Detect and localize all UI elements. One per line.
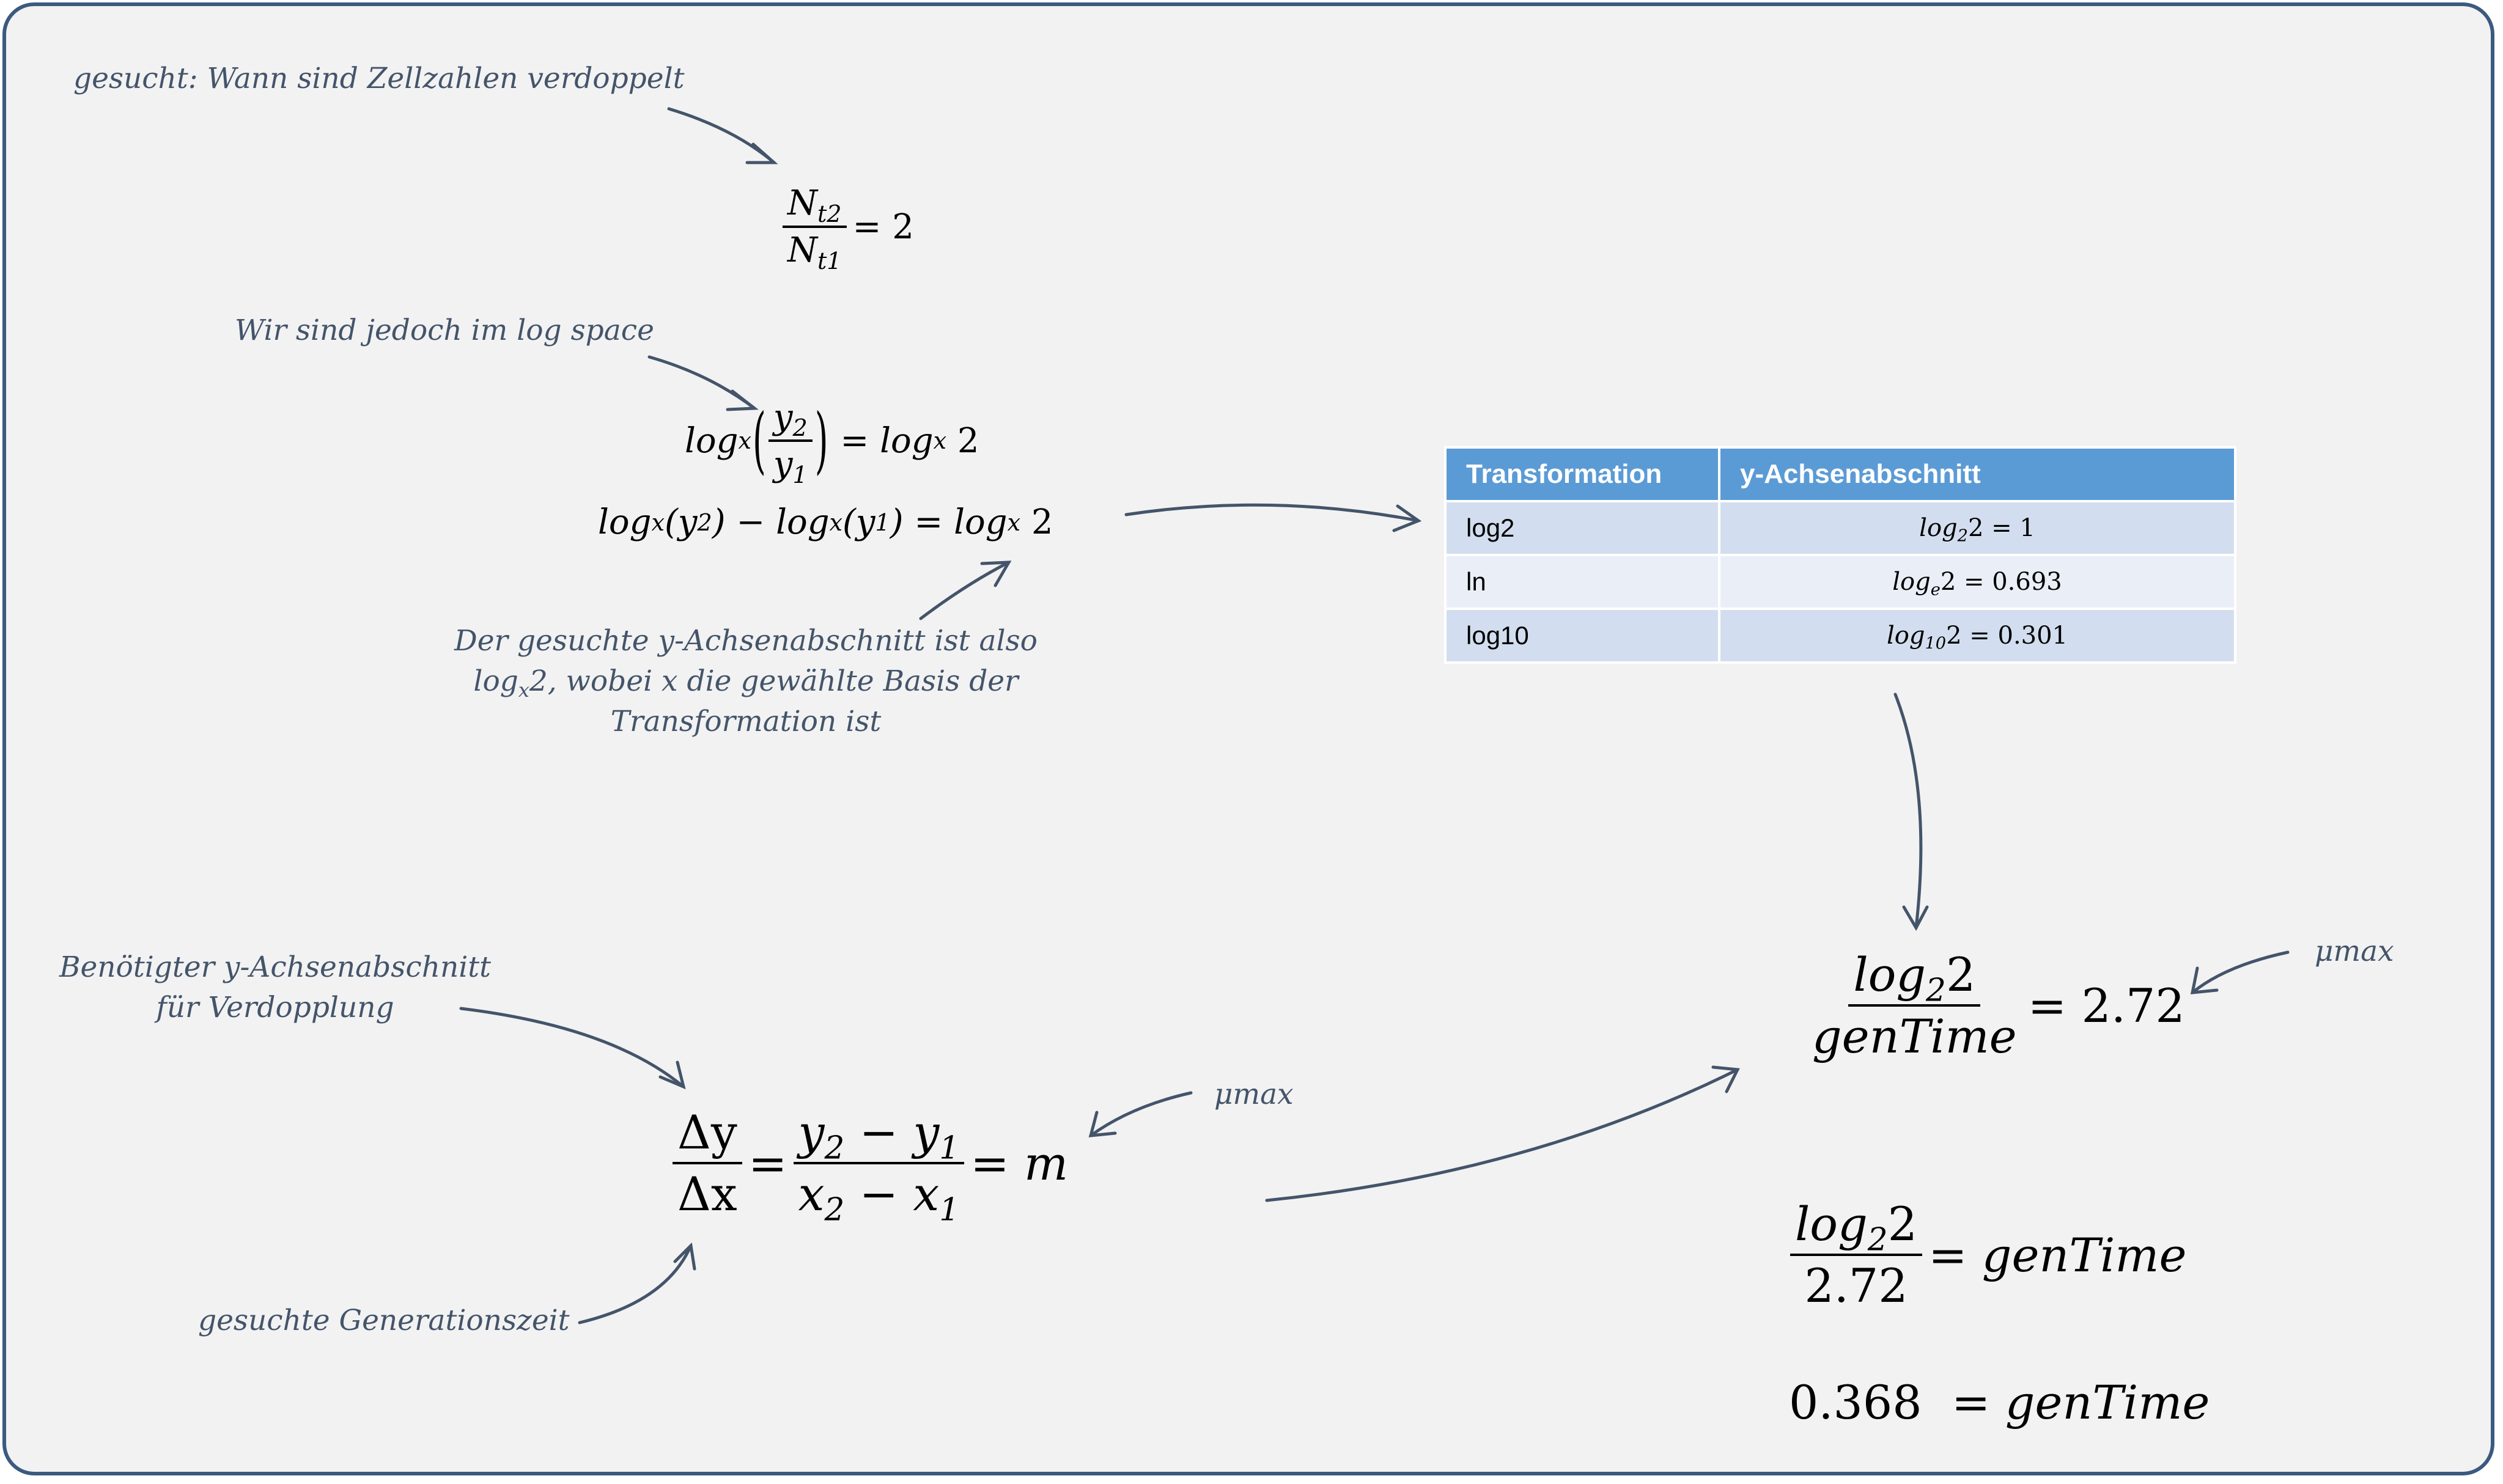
arrow-equation-to-table <box>1124 503 1420 523</box>
table-row: log2 log22 = 1 <box>1444 500 2236 556</box>
annotation-intercept: Der gesuchte y-Achsenabschnitt ist also … <box>428 621 1064 742</box>
transformation-table: Transformation y-Achsenabschnitt log2 lo… <box>1444 446 2236 664</box>
annotation-needed-line2: für Verdopplung <box>156 991 394 1024</box>
arrow-intercept-to-equation <box>919 560 1011 620</box>
arrow-head-logspace <box>726 389 759 411</box>
table-cell-name: log10 <box>1444 608 1720 664</box>
annotation-intercept-line1: Der gesuchte y-Achsenabschnitt ist also <box>454 624 1038 658</box>
arrow-logspace-to-equation <box>647 355 756 410</box>
table-row: ln loge2 = 0.693 <box>1444 554 2236 610</box>
table-row: log10 log102 = 0.301 <box>1444 608 2236 664</box>
annotation-needed-intercept: Benötigter y-Achsenabschnitt für Verdopp… <box>37 947 514 1028</box>
annotation-searched: gesucht: Wann sind Zellzahlen verdoppelt <box>73 62 685 95</box>
arrow-table-to-result <box>1893 692 1923 930</box>
annotation-mu-max-slope: μmax <box>1214 1078 1294 1111</box>
arrow-head-slope-result <box>1711 1065 1740 1093</box>
arrow-head-table <box>1392 504 1422 532</box>
annotation-generation-time: gesuchte Generationszeit <box>198 1304 570 1337</box>
table-cell-value: log22 = 1 <box>1718 500 2236 556</box>
arrow-slope-to-result <box>1265 1068 1739 1202</box>
arrow-head-mumax-result <box>2190 966 2219 994</box>
arrow-head-searched <box>745 142 778 164</box>
arrow-head-needed <box>658 1060 686 1090</box>
table-header-row: Transformation y-Achsenabschnitt <box>1444 446 2236 502</box>
arrow-searched-to-ratio <box>667 107 776 164</box>
table-header-transformation: Transformation <box>1444 446 1720 502</box>
arrow-gentime-to-slope <box>578 1244 693 1324</box>
arrow-head-gentime <box>673 1242 696 1271</box>
table-cell-name: log2 <box>1444 500 1720 556</box>
annotation-intercept-line3: Transformation ist <box>610 705 882 738</box>
annotation-log-space: Wir sind jedoch im log space <box>235 314 654 347</box>
arrow-mumax-to-slope <box>1089 1091 1193 1137</box>
table-header-intercept: y-Achsenabschnitt <box>1718 446 2236 502</box>
table-cell-name: ln <box>1444 554 1720 610</box>
annotation-intercept-line2: logx2, wobei x die gewählte Basis der <box>473 664 1019 702</box>
annotation-mu-max-result: μmax <box>2315 935 2394 968</box>
arrow-head-result <box>1902 905 1929 931</box>
arrow-head-mumax-slope <box>1088 1111 1117 1137</box>
annotation-needed-line1: Benötigter y-Achsenabschnitt <box>59 950 492 984</box>
table-cell-value: log102 = 0.301 <box>1718 608 2236 664</box>
equation-result-final: 0.368 = genTime <box>1789 1375 2210 1430</box>
arrow-needed-to-slope <box>459 1007 685 1089</box>
arrow-head-intercept <box>980 560 1012 587</box>
table-cell-value: loge2 = 0.693 <box>1718 554 2236 610</box>
arrow-mumax-to-result <box>2191 950 2290 994</box>
